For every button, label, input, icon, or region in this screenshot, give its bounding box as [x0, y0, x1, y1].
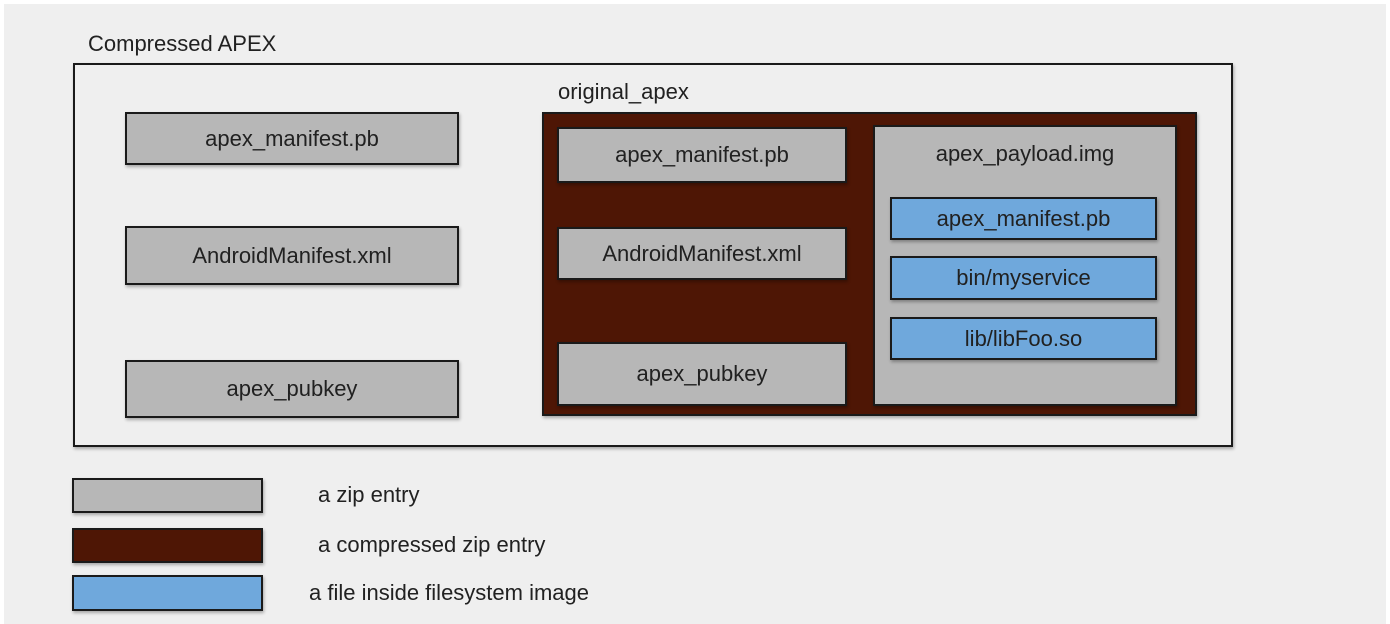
legend-label-compressed-zip-entry: a compressed zip entry — [318, 532, 546, 558]
original-apex-zip-entry-apex-manifest: apex_manifest.pb — [557, 127, 847, 183]
legend-swatch-compressed-zip-entry — [72, 528, 263, 563]
legend-swatch-file-inside-filesystem-image — [72, 575, 263, 611]
legend-label-zip-entry: a zip entry — [318, 482, 420, 508]
apex-payload-image-label: apex_payload.img — [935, 141, 1115, 166]
zip-entry-apex-pubkey: apex_pubkey — [125, 360, 459, 418]
frame-top — [0, 0, 1390, 4]
payload-file-bin-myservice: bin/myservice — [890, 256, 1157, 300]
apex-payload-image-container: apex_payload.img apex_manifest.pb bin/my… — [873, 125, 1177, 406]
zip-entry-apex-manifest: apex_manifest.pb — [125, 112, 459, 165]
legend-label-file-inside-filesystem-image: a file inside filesystem image — [309, 579, 590, 605]
payload-file-apex-manifest: apex_manifest.pb — [890, 197, 1157, 240]
compressed-apex-container — [73, 63, 1233, 447]
diagram-title: Compressed APEX — [88, 31, 277, 56]
original-apex-label: original_apex — [558, 79, 689, 104]
original-apex-compressed-entry: apex_manifest.pb AndroidManifest.xml ape… — [542, 112, 1197, 416]
original-apex-zip-entry-android-manifest: AndroidManifest.xml — [557, 227, 847, 280]
frame-right — [1386, 0, 1390, 624]
zip-entry-android-manifest: AndroidManifest.xml — [125, 226, 459, 285]
original-apex-zip-entry-apex-pubkey: apex_pubkey — [557, 342, 847, 406]
legend-swatch-zip-entry — [72, 478, 263, 513]
payload-file-lib-libfoo: lib/libFoo.so — [890, 317, 1157, 360]
frame-left — [0, 0, 4, 624]
